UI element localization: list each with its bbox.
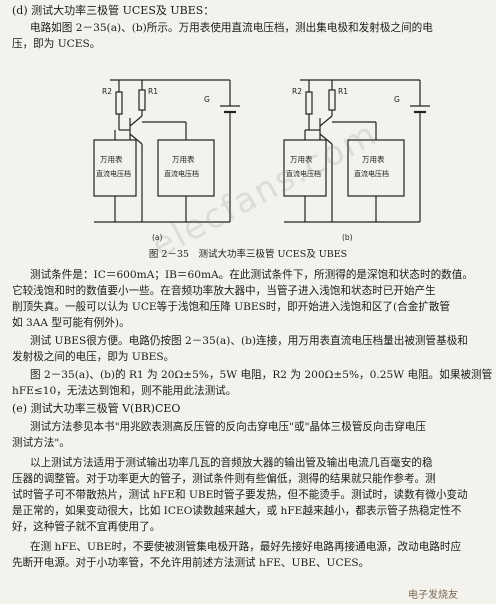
sublabel-a: (a) bbox=[152, 233, 163, 242]
label-g-a: G bbox=[204, 95, 210, 104]
meter-a1-line2: 直流电压档 bbox=[96, 169, 131, 178]
figure-caption: 图 2－35 测试大功率三极管 UCES及 UBES bbox=[148, 249, 348, 260]
para4-line-2: 测试方法"。 bbox=[12, 437, 70, 449]
para2-line-2: 发射极之间的电压，即为 UBES。 bbox=[12, 351, 175, 363]
meter-b1-line2: 直流电压档 bbox=[286, 169, 321, 178]
sublabel-b: (b) bbox=[342, 233, 353, 242]
para3-line-1: 图 2－35(a)、(b)的 R1 为 20Ω±5%，5W 电阻，R2 为 20… bbox=[30, 369, 493, 381]
para1-line-2: 它较浅饱和时的数值要小一些。在音频功率放大器中，当管子进入浅饱和状态时已开始产生 bbox=[12, 285, 436, 297]
section-heading-d: (d) 测试大功率三极管 UCES及 UBES： bbox=[12, 4, 215, 17]
label-r2-b: R2 bbox=[292, 87, 302, 96]
para4-line-1: 测试方法参见本书"用兆欧表测高反压管的反向击穿电压"或"晶体三极管反向击穿电压 bbox=[30, 421, 426, 433]
meter-b2-line2: 直流电压档 bbox=[354, 169, 389, 178]
label-r1-a: R1 bbox=[148, 87, 158, 96]
intro-line-1: 电路如图 2－35(a)、(b)所示。万用表使用直流电压档，测出集电极和发射极之… bbox=[30, 22, 433, 34]
section-heading-e: (e) 测试大功率三极管 V(BR)CEO bbox=[12, 402, 181, 415]
meter-b1-line1: 万用表 bbox=[290, 154, 313, 164]
intro-line-2: 压，即为 UCES。 bbox=[12, 38, 101, 50]
para2-line-1: 测试 UBES很方便。电路仍按图 2－35(a)、(b)连接，用万用表直流电压档… bbox=[30, 335, 468, 347]
meter-b2-line1: 万用表 bbox=[362, 154, 385, 164]
circuit-figure: R2 R1 G 万用表 直流电压档 万用表 直流电压档 (a) R2 R1 G … bbox=[80, 72, 460, 247]
para5-line-5: 好，这种管子就不宜再使用了。 bbox=[12, 521, 161, 533]
para3-line-2: hFE≤10，无法达到饱和，则不能用此法测试。 bbox=[12, 385, 237, 397]
meter-a2-line2: 直流电压档 bbox=[164, 169, 199, 178]
label-r2-a: R2 bbox=[102, 87, 112, 96]
para5-line-1: 以上测试方法适用于测试输出功率几瓦的音频放大器的输出管及输出电流几百毫安的稳 bbox=[30, 457, 433, 469]
para6-line-2: 先断开电源。对于小功率管，不允许用前述方法测试 hFE、UBE、UCES。 bbox=[12, 557, 370, 569]
para1-line-1: 测试条件是：IC＝600mA；IB＝60mA。在此测试条件下，所测得的是深饱和状… bbox=[30, 269, 473, 281]
para5-line-2: 压器的调整管。对于功率更大的管子，测试条件则有些偏低，测得的结果就只能作参考。测 bbox=[12, 473, 436, 485]
label-r1-b: R1 bbox=[338, 87, 348, 96]
para5-line-3: 试时管子可不带散热片，测试 hFE和 UBE时管子要发热，但不能烫手。测试时，读… bbox=[12, 489, 468, 501]
circuit-diagram: R2 R1 G 万用表 直流电压档 万用表 直流电压档 (a) R2 R1 G … bbox=[93, 79, 430, 242]
label-g-b: G bbox=[394, 95, 400, 104]
para1-line-4: 如 3AA 型可能有例外)。 bbox=[12, 317, 130, 329]
para1-line-3: 削顶失真。一般可以认为 UCE等于浅饱和压降 UBES时，即开始进入浅饱和区了(… bbox=[12, 301, 451, 313]
para6-line-1: 在测 hFE、UBE时，不要使被测管集电极开路，最好先接好电路再接通电源，改动电… bbox=[30, 541, 462, 553]
meter-a1-line1: 万用表 bbox=[100, 154, 123, 164]
para5-line-4: 是正常的，如果变动很大，比如 ICEO读数越来越大，或 hFE越来越小，都表示管… bbox=[12, 505, 462, 517]
site-stamp: 电子发烧友 bbox=[408, 590, 458, 601]
meter-a2-line1: 万用表 bbox=[172, 154, 195, 164]
